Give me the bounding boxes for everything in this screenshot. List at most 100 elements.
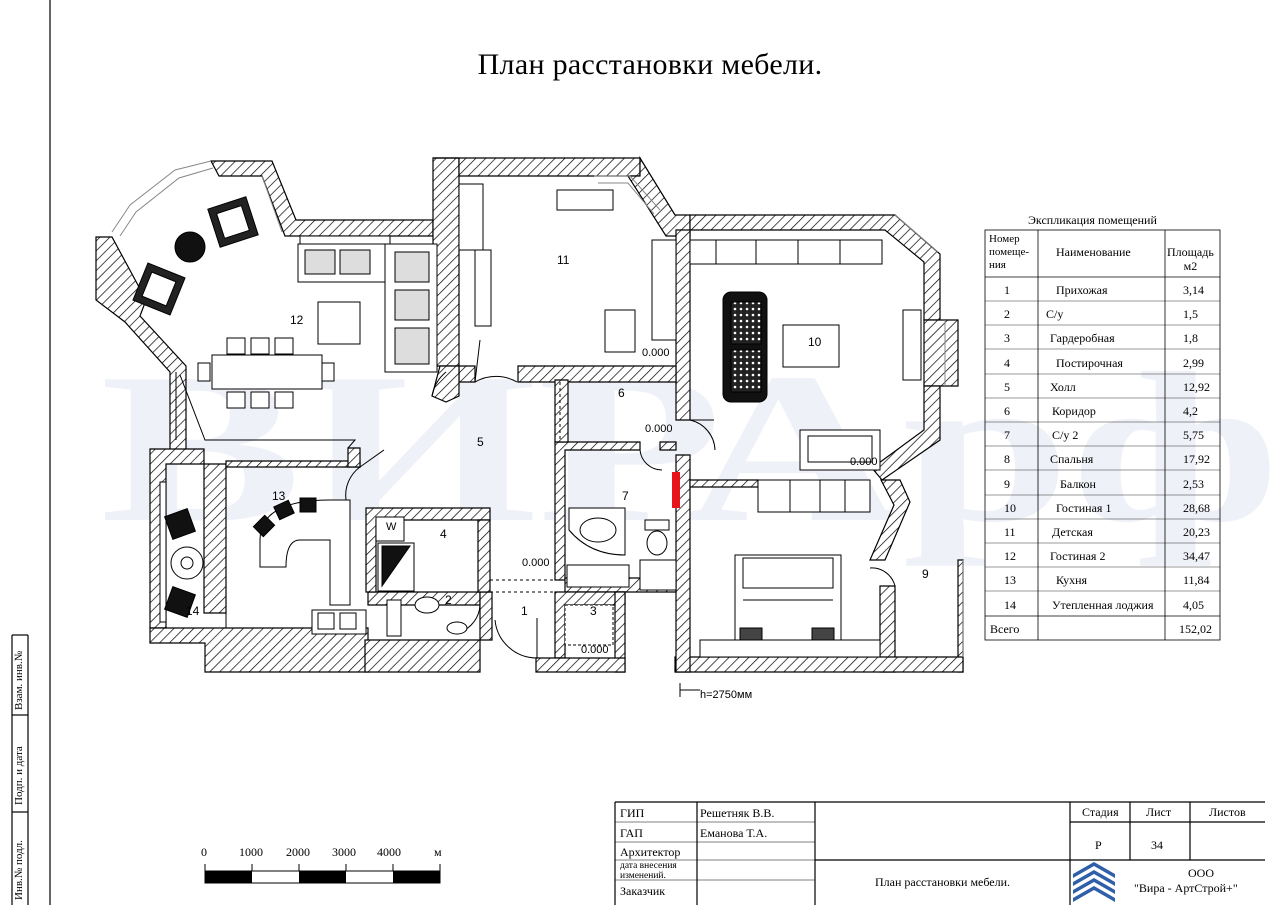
- explication-row-area: 12,92: [1183, 380, 1210, 394]
- explication-row-name: С/у 2: [1052, 428, 1079, 442]
- walls: [95, 155, 964, 673]
- red-marker: [672, 472, 680, 508]
- height-note: h=2750мм: [700, 689, 752, 701]
- room-label: 13: [272, 489, 286, 503]
- room-label: 5: [477, 435, 484, 449]
- explication-row-area: 20,23: [1183, 525, 1210, 539]
- tb-sheet-value: 34: [1151, 838, 1163, 852]
- title-block-grid: [614, 801, 1265, 905]
- stamp-sign-date: Подп. и дата: [13, 746, 25, 805]
- explication-row-name: Кухня: [1056, 573, 1088, 587]
- level-mark: 0.000: [850, 456, 878, 468]
- kitchen-furniture: [163, 497, 367, 635]
- explication-row-number: 13: [1004, 573, 1016, 587]
- room-label: 7: [622, 489, 629, 503]
- room-label: 14: [186, 604, 200, 618]
- explication-row-area: 2,53: [1183, 477, 1204, 491]
- utility-fixtures: [375, 516, 614, 646]
- living1-furniture: [689, 239, 922, 513]
- explication-row-name: Гостиная 2: [1050, 549, 1106, 563]
- tb-gap-name: Еманова Т.А.: [700, 826, 768, 840]
- tb-sheet-label: Лист: [1146, 805, 1172, 819]
- bedroom-furniture: [699, 554, 881, 658]
- level-mark: 0.000: [186, 606, 214, 618]
- title-block-lines: [615, 821, 815, 881]
- scale-tick: 4000: [377, 845, 401, 859]
- tb-stage-value: Р: [1095, 838, 1102, 852]
- room-label: 2: [445, 593, 452, 607]
- tb-architect-label: Архитектор: [620, 845, 681, 859]
- room-label: 4: [440, 527, 447, 541]
- sheet-title: План расстановки мебели.: [477, 48, 823, 81]
- bathroom-fixtures: [566, 507, 677, 591]
- explication-row-number: 9: [1004, 477, 1010, 491]
- explication-row-number: 14: [1004, 598, 1016, 612]
- explication-row-lines: [985, 300, 1220, 592]
- kids-room-furniture: [458, 183, 677, 353]
- explication-row-area: 4,05: [1183, 598, 1204, 612]
- scale-tick: 3000: [332, 845, 356, 859]
- tb-org-1: ООО: [1188, 866, 1214, 880]
- scale-tick: 0: [201, 845, 207, 859]
- company-logo: [1073, 862, 1115, 902]
- explication-row-area: 4,2: [1183, 404, 1198, 418]
- explication-row-area: 5,75: [1183, 428, 1204, 442]
- scale-unit: м: [434, 845, 442, 859]
- explication-row-name: С/у: [1046, 307, 1064, 321]
- explication-row-area: 34,47: [1183, 549, 1210, 563]
- explication-row-number: 11: [1004, 525, 1016, 539]
- explication-row-name: Гардеробная: [1050, 331, 1115, 345]
- room-label: 1: [521, 604, 528, 618]
- explication-row-number: 4: [1004, 356, 1010, 370]
- tb-gap-label: ГАП: [620, 826, 643, 840]
- explication-row-area: 2,99: [1183, 356, 1204, 370]
- level-mark: 0.000: [581, 644, 609, 656]
- explication-total-area: 152,02: [1179, 622, 1212, 636]
- room-label: 3: [590, 604, 597, 618]
- explication-row-name: Балкон: [1060, 477, 1096, 491]
- explication-row-number: 8: [1004, 452, 1010, 466]
- tb-gip-name: Решетняк В.В.: [700, 806, 775, 820]
- explication-row-number: 10: [1004, 501, 1016, 515]
- explication-row-name: Прихожая: [1056, 283, 1108, 297]
- explication-row-number: 2: [1004, 307, 1010, 321]
- level-marks: 0.000 0.000 0.000 0.000 0.000 0.000: [186, 347, 878, 656]
- room-label: 12: [290, 313, 304, 327]
- room-label: 10: [808, 335, 822, 349]
- room-label: 11: [557, 253, 570, 267]
- room-labels: 1 2 3 4 5 6 7 9 10 11 12 13 14 W: [186, 253, 929, 618]
- room-label: 6: [618, 386, 625, 400]
- explication-row-number: 7: [1004, 428, 1010, 442]
- explication-row-area: 28,68: [1183, 501, 1210, 515]
- explication-row-number: 12: [1004, 549, 1016, 563]
- explication-row-name: Коридор: [1052, 404, 1096, 418]
- tb-changes: дата внесения изменений.: [620, 861, 677, 881]
- windows: [111, 160, 964, 657]
- explication-row-area: 1,5: [1183, 307, 1198, 321]
- explication-row-name: Утепленная лоджия: [1052, 598, 1154, 612]
- explication-row-number: 6: [1004, 404, 1010, 418]
- explication-row-name: Детская: [1052, 525, 1093, 539]
- explication-row-name: Постирочная: [1056, 356, 1123, 370]
- level-mark: 0.000: [522, 557, 550, 569]
- explication-header-number: Номер помеще- ния: [989, 233, 1030, 271]
- tb-sheets-label: Листов: [1209, 805, 1246, 819]
- explication-row-number: 1: [1004, 283, 1010, 297]
- tb-stage-label: Стадия: [1082, 805, 1119, 819]
- explication-row-area: 1,8: [1183, 331, 1198, 345]
- tb-org-2: "Вира - АртСтрой+": [1134, 881, 1238, 895]
- explication-row-name: Спальня: [1050, 452, 1094, 466]
- tb-gip-label: ГИП: [620, 806, 645, 820]
- doors: [175, 339, 896, 697]
- explication-row-number: 3: [1004, 331, 1010, 345]
- explication-row-name: Холл: [1050, 380, 1076, 394]
- explication-row-number: 5: [1004, 380, 1010, 394]
- explication-row-area: 11,84: [1183, 573, 1210, 587]
- explication-row-area: 17,92: [1183, 452, 1210, 466]
- room-label: 9: [922, 567, 929, 581]
- stamp-orig-inv: Инв.№ подл.: [13, 840, 25, 900]
- explication-header-area: Площадь м2: [1167, 245, 1214, 273]
- scale-bar: [204, 864, 441, 884]
- level-mark: 0.000: [645, 423, 673, 435]
